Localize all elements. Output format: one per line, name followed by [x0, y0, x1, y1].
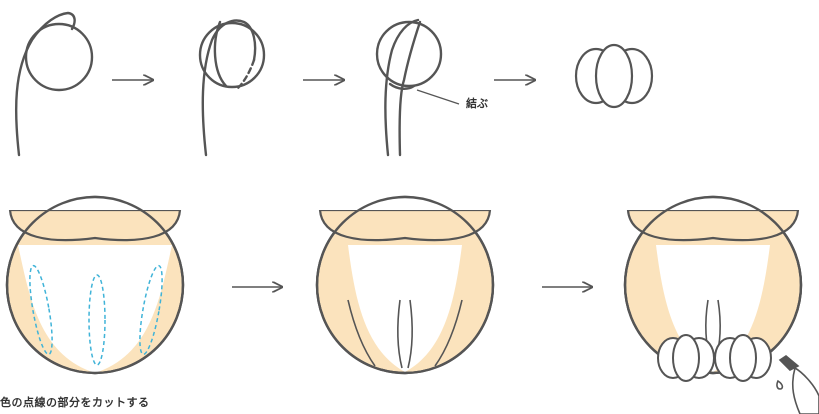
step4-pompom	[576, 45, 652, 107]
pompom-right	[715, 335, 771, 381]
tie-pointer-line	[417, 90, 459, 104]
cut-caption: 色の点線の部分をカットする	[0, 394, 150, 410]
bottom-step2-head	[310, 196, 500, 373]
bottom-step3-head	[618, 196, 808, 373]
glue-bottle-icon	[777, 356, 819, 414]
tie-label: 結ぶ	[466, 95, 488, 111]
bottom-step1-head	[0, 196, 190, 373]
pompom-left	[658, 335, 714, 381]
step1-ball-with-string	[16, 13, 92, 155]
step2-ball-with-loop	[200, 21, 264, 155]
step2-loop-front	[215, 22, 226, 86]
step3-ball-tied	[377, 20, 441, 155]
step1-string	[16, 13, 74, 155]
